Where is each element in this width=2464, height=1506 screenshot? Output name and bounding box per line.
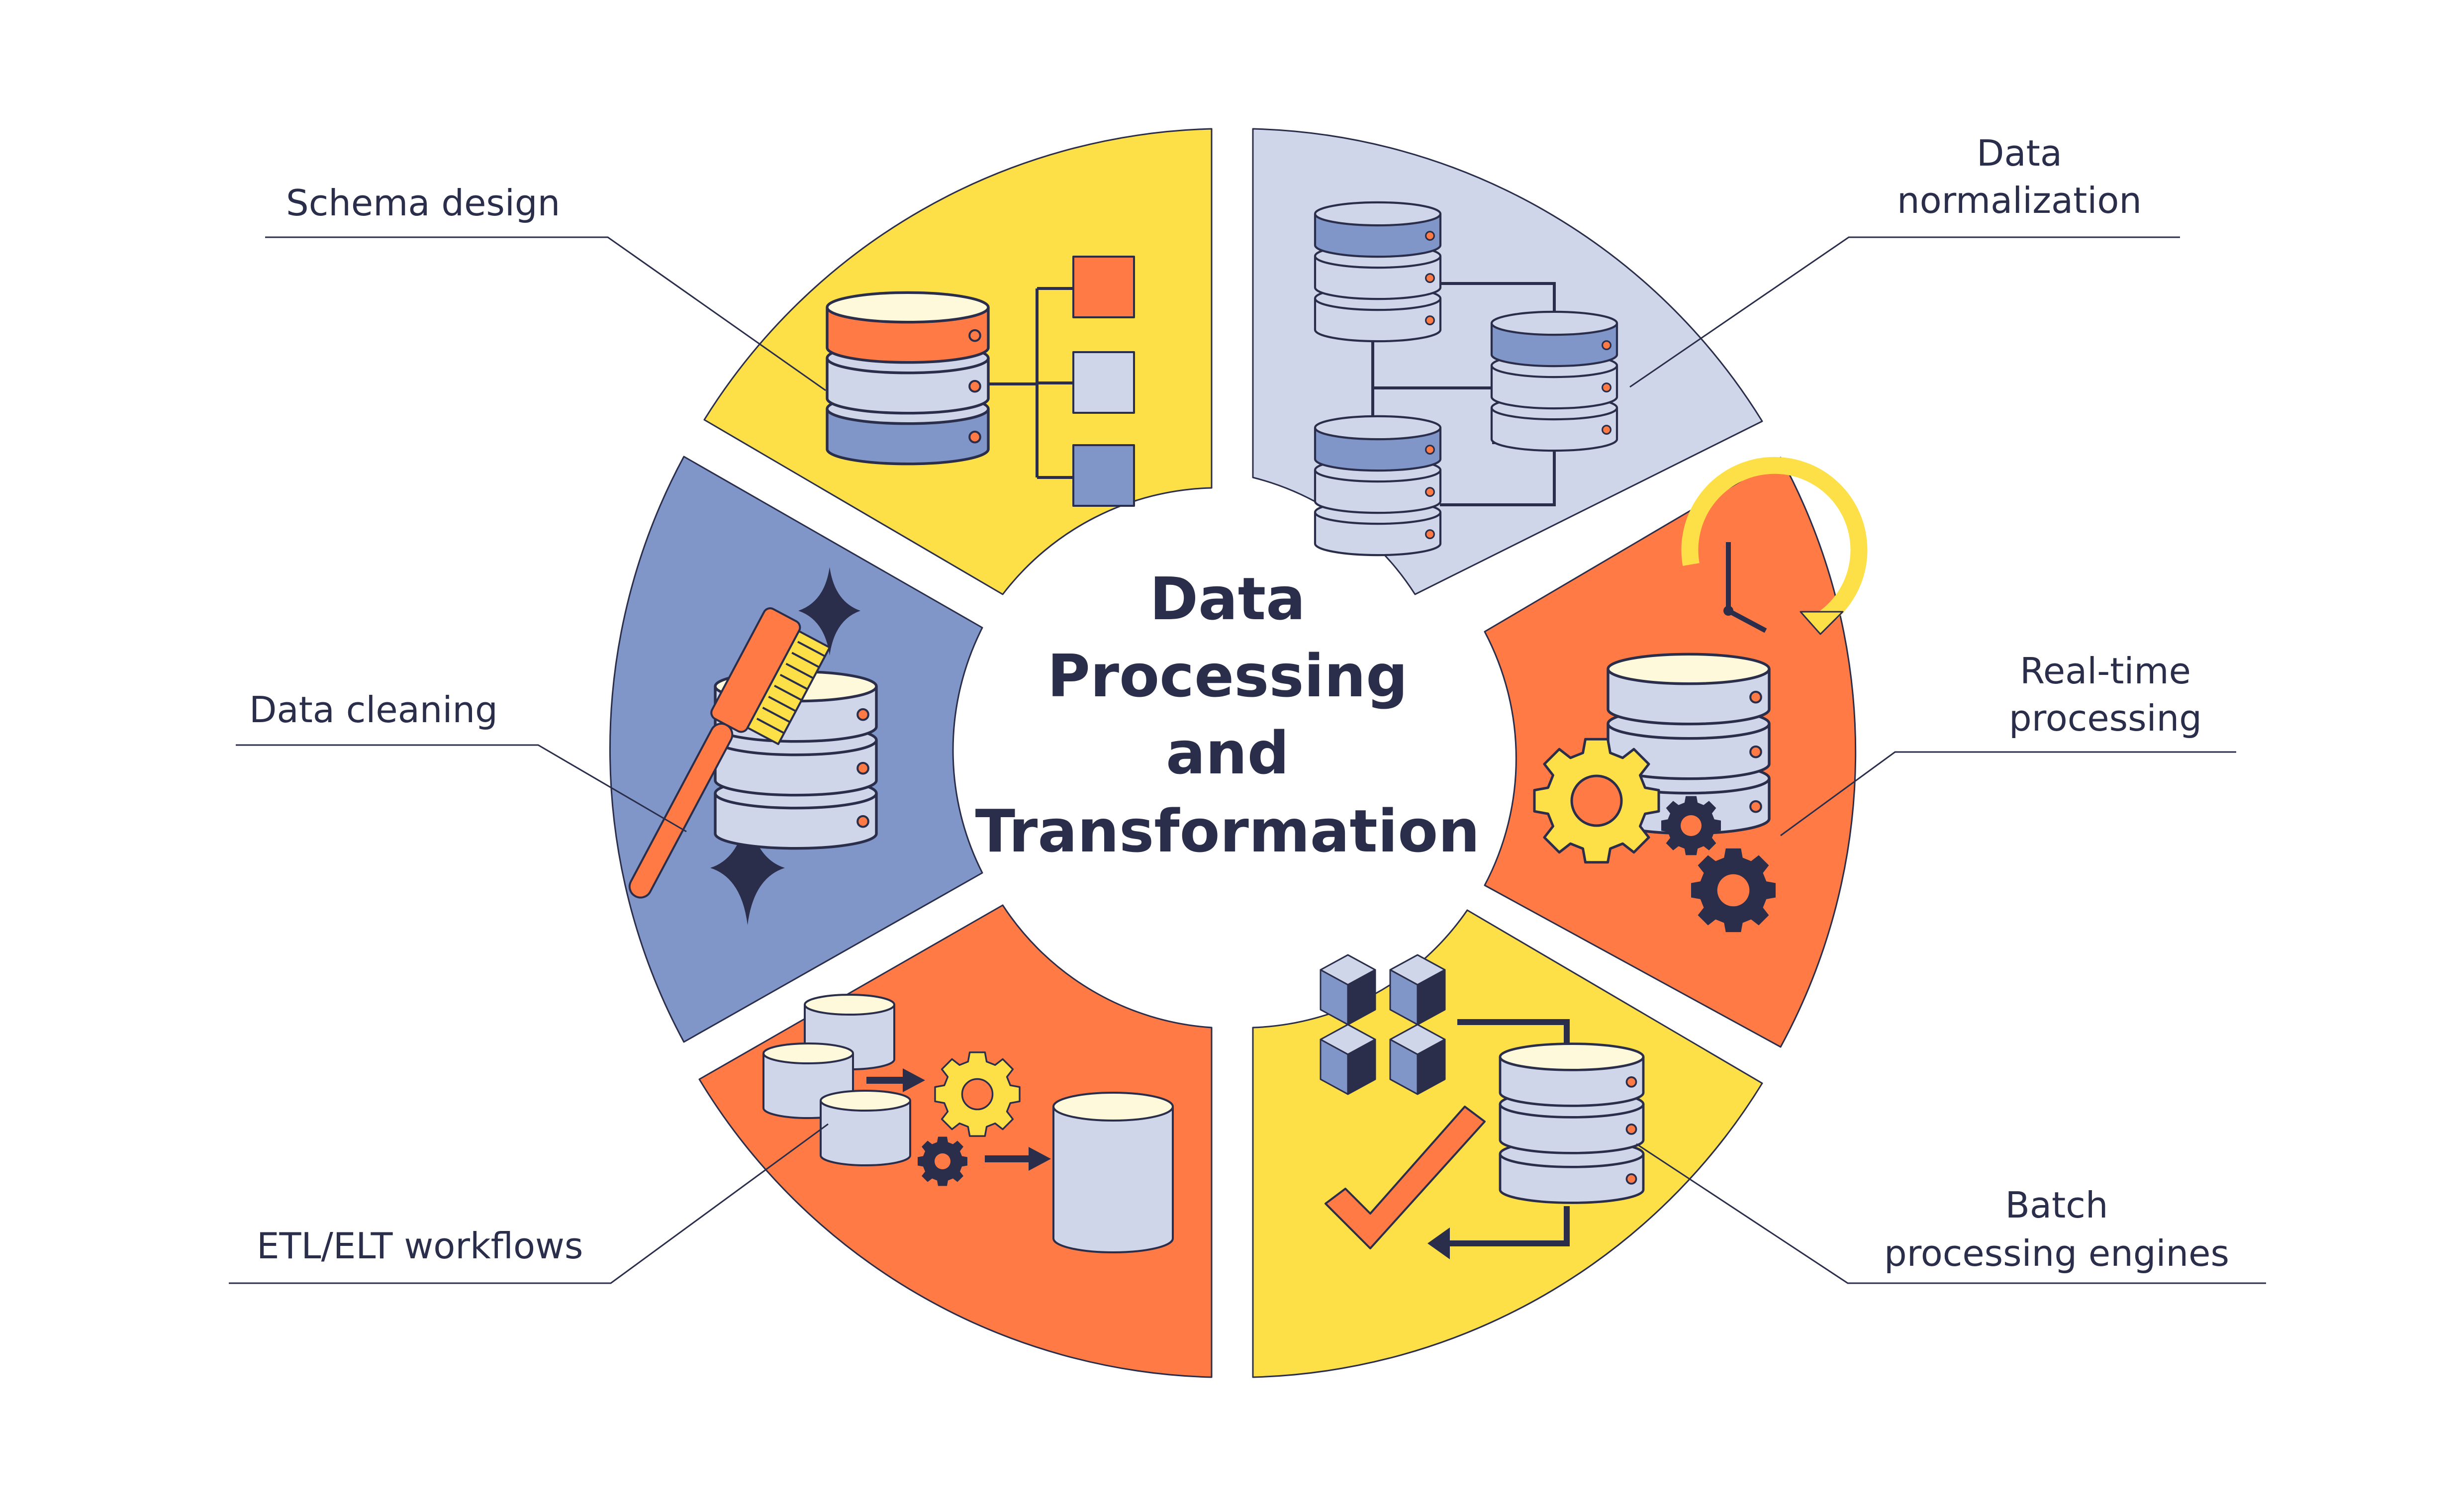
leader-lines [229,236,2266,1284]
broom-database-icon [628,567,878,925]
center-title-line1: Data [1149,565,1306,633]
label-batch-line2: processing engines [1884,1232,2229,1274]
center-title-line3: and [1166,719,1289,787]
label-batch-processing: Batch processing engines [1884,1184,2229,1274]
clock-gears-database-icon [1534,457,1868,933]
label-real-time-line1: Real-time [2020,650,2191,692]
batch-cubes-database-icon [1320,954,1645,1259]
label-real-time-processing: Real-time processing [2009,650,2202,739]
label-etl-elt: ETL/ELT workflows [257,1225,583,1267]
label-batch-line1: Batch [2005,1184,2108,1226]
center-title-line4: Transformation [975,797,1480,865]
center-title-line2: Processing [1047,642,1408,710]
label-schema-design: Schema design [286,182,560,224]
sparkle-icon [710,808,785,925]
etl-pipeline-icon [762,994,1174,1253]
sparkle-icon [798,567,860,656]
label-data-normalization-line2: normalization [1897,180,2142,221]
label-data-cleaning: Data cleaning [249,689,498,731]
center-title: Data Processing and Transformation [975,565,1480,865]
label-real-time-line2: processing [2009,697,2202,739]
database-schema-icon [826,256,1135,507]
label-data-normalization-line1: Data [1977,132,2062,174]
label-data-normalization: Data normalization [1897,132,2142,221]
database-network-icon [1314,201,1618,557]
